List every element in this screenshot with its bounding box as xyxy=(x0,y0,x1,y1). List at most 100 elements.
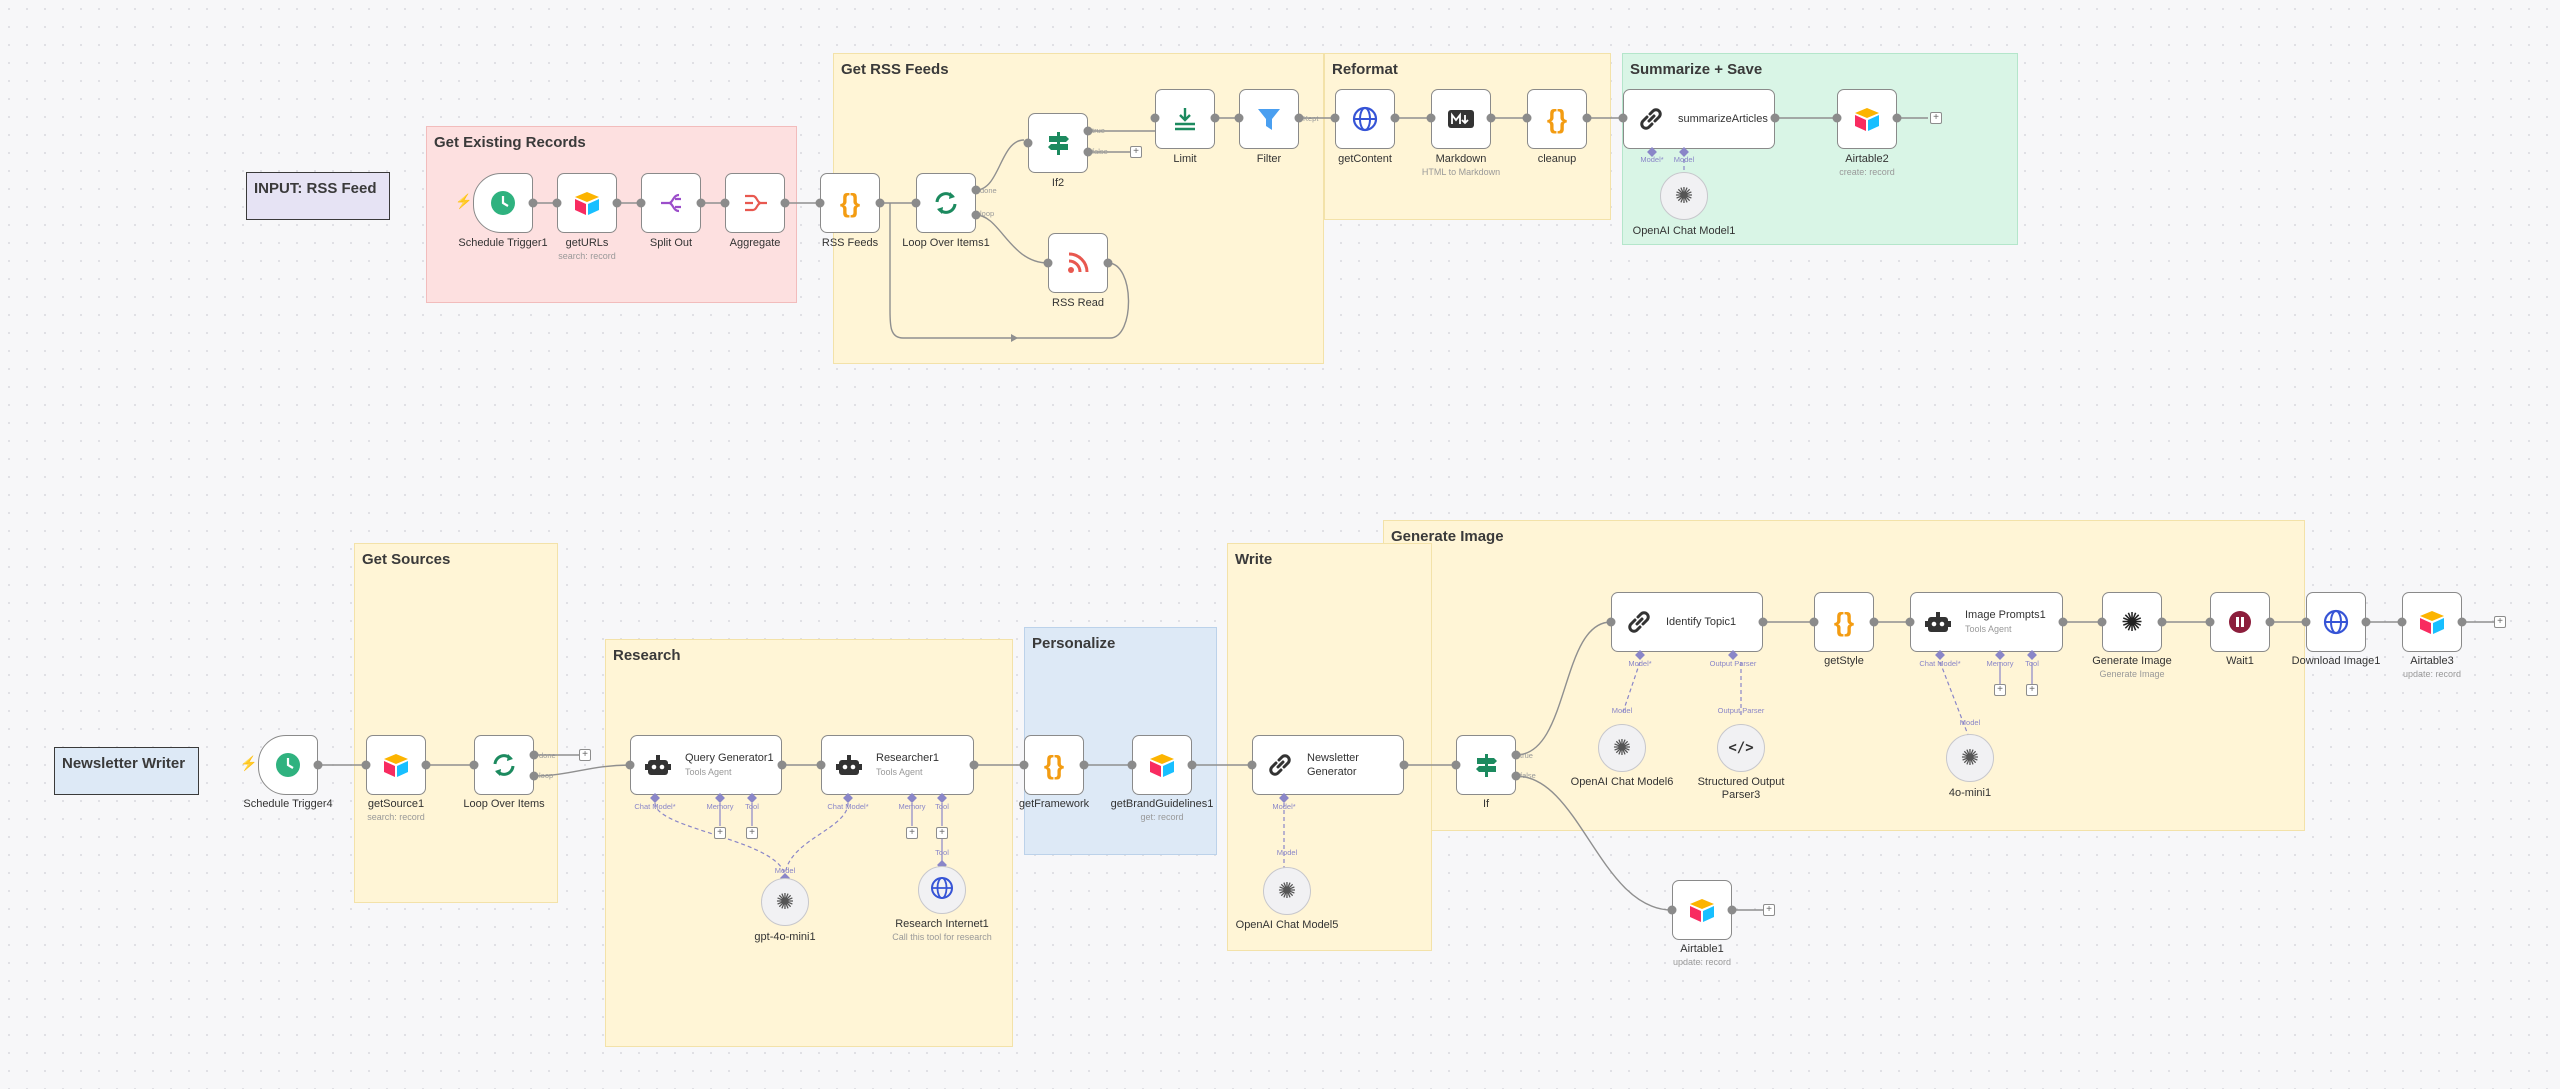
connection-handle[interactable] xyxy=(1083,147,1093,157)
connection-handle[interactable] xyxy=(1832,113,1842,123)
connection-handle[interactable] xyxy=(969,760,979,770)
node-newsletter-generator[interactable]: Newsletter Generator xyxy=(1252,735,1404,795)
node-summarize-articles[interactable]: summarizeArticles xyxy=(1623,89,1775,149)
connection-handle[interactable] xyxy=(529,771,539,781)
node-openai-chat-model5[interactable]: ✺ xyxy=(1263,867,1311,915)
node-limit[interactable] xyxy=(1155,89,1215,149)
connection-handle[interactable] xyxy=(2457,617,2467,627)
connection-handle[interactable] xyxy=(1234,113,1244,123)
node-schedule-trigger1[interactable] xyxy=(473,173,533,233)
connection-handle[interactable] xyxy=(2205,617,2215,627)
connection-handle[interactable] xyxy=(1869,617,1879,627)
connection-handle[interactable] xyxy=(636,198,646,208)
connection-handle[interactable] xyxy=(1511,771,1521,781)
connection-handle[interactable] xyxy=(1892,113,1902,123)
connection-handle[interactable] xyxy=(2361,617,2371,627)
node-if2[interactable] xyxy=(1028,113,1088,173)
connection-handle[interactable] xyxy=(1023,138,1033,148)
connection-handle[interactable] xyxy=(1667,905,1677,915)
connection-handle[interactable] xyxy=(1426,113,1436,123)
node-openai-chat-model6[interactable]: ✺ xyxy=(1598,724,1646,772)
connection-handle[interactable] xyxy=(612,198,622,208)
connection-handle[interactable] xyxy=(971,185,981,195)
connection-handle[interactable] xyxy=(777,760,787,770)
connection-handle[interactable] xyxy=(2157,617,2167,627)
connection-handle[interactable] xyxy=(1043,258,1053,268)
node-wait1[interactable] xyxy=(2210,592,2270,652)
connection-handle[interactable] xyxy=(625,760,635,770)
add-node-button[interactable]: + xyxy=(1763,904,1775,916)
connection-handle[interactable] xyxy=(1758,617,1768,627)
connection-handle[interactable] xyxy=(1770,113,1780,123)
connection-handle[interactable] xyxy=(780,198,790,208)
connection-handle[interactable] xyxy=(528,198,538,208)
connection-handle[interactable] xyxy=(1618,113,1628,123)
connection-handle[interactable] xyxy=(313,760,323,770)
node-loop-over-items1[interactable] xyxy=(916,173,976,233)
connection-handle[interactable] xyxy=(720,198,730,208)
connection-handle[interactable] xyxy=(2301,617,2311,627)
node-identify-topic1[interactable]: Identify Topic1 xyxy=(1611,592,1763,652)
connection-handle[interactable] xyxy=(815,198,825,208)
connection-handle[interactable] xyxy=(1187,760,1197,770)
node-structured-output-parser3[interactable]: </> xyxy=(1717,724,1765,772)
connection-handle[interactable] xyxy=(696,198,706,208)
connection-handle[interactable] xyxy=(2265,617,2275,627)
node-filter[interactable] xyxy=(1239,89,1299,149)
connection-handle[interactable] xyxy=(1390,113,1400,123)
connection-handle[interactable] xyxy=(2097,617,2107,627)
node-download-image1[interactable] xyxy=(2306,592,2366,652)
node-airtable2[interactable] xyxy=(1837,89,1897,149)
node-airtable3[interactable] xyxy=(2402,592,2462,652)
add-node-button[interactable]: + xyxy=(1930,112,1942,124)
node-if[interactable] xyxy=(1456,735,1516,795)
connection-handle[interactable] xyxy=(1127,760,1137,770)
connection-handle[interactable] xyxy=(1451,760,1461,770)
connection-handle[interactable] xyxy=(1486,113,1496,123)
node-get-urls[interactable] xyxy=(557,173,617,233)
node-loop-over-items[interactable] xyxy=(474,735,534,795)
node-rss-read[interactable] xyxy=(1048,233,1108,293)
connection-handle[interactable] xyxy=(816,760,826,770)
node-cleanup[interactable]: {} xyxy=(1527,89,1587,149)
connection-handle[interactable] xyxy=(1727,905,1737,915)
node-get-style[interactable]: {} xyxy=(1814,592,1874,652)
connection-handle[interactable] xyxy=(1083,126,1093,136)
connection-handle[interactable] xyxy=(1809,617,1819,627)
connection-handle[interactable] xyxy=(1582,113,1592,123)
connection-handle[interactable] xyxy=(875,198,885,208)
node-openai-chat-model1[interactable]: ✺ xyxy=(1660,172,1708,220)
connection-handle[interactable] xyxy=(1606,617,1616,627)
connection-handle[interactable] xyxy=(1103,258,1113,268)
node-markdown[interactable] xyxy=(1431,89,1491,149)
node-aggregate[interactable] xyxy=(725,173,785,233)
connection-handle[interactable] xyxy=(529,750,539,760)
connection-handle[interactable] xyxy=(1330,113,1340,123)
node-get-source1[interactable] xyxy=(366,735,426,795)
connection-handle[interactable] xyxy=(971,210,981,220)
add-tool-button[interactable]: + xyxy=(936,827,948,839)
node-split-out[interactable] xyxy=(641,173,701,233)
connection-handle[interactable] xyxy=(552,198,562,208)
connection-handle[interactable] xyxy=(1399,760,1409,770)
add-tool-button[interactable]: + xyxy=(746,827,758,839)
connection-handle[interactable] xyxy=(1511,750,1521,760)
add-memory-button[interactable]: + xyxy=(714,827,726,839)
node-research-internet1[interactable] xyxy=(918,866,966,914)
connection-handle[interactable] xyxy=(1247,760,1257,770)
connection-handle[interactable] xyxy=(1294,113,1304,123)
node-airtable1[interactable] xyxy=(1672,880,1732,940)
connection-handle[interactable] xyxy=(469,760,479,770)
connection-handle[interactable] xyxy=(1522,113,1532,123)
node-get-framework[interactable]: {} xyxy=(1024,735,1084,795)
add-node-button[interactable]: + xyxy=(1130,146,1142,158)
connection-handle[interactable] xyxy=(421,760,431,770)
add-memory-button[interactable]: + xyxy=(1994,684,2006,696)
connection-handle[interactable] xyxy=(2397,617,2407,627)
node-schedule-trigger4[interactable] xyxy=(258,735,318,795)
add-node-button[interactable]: + xyxy=(579,749,591,761)
